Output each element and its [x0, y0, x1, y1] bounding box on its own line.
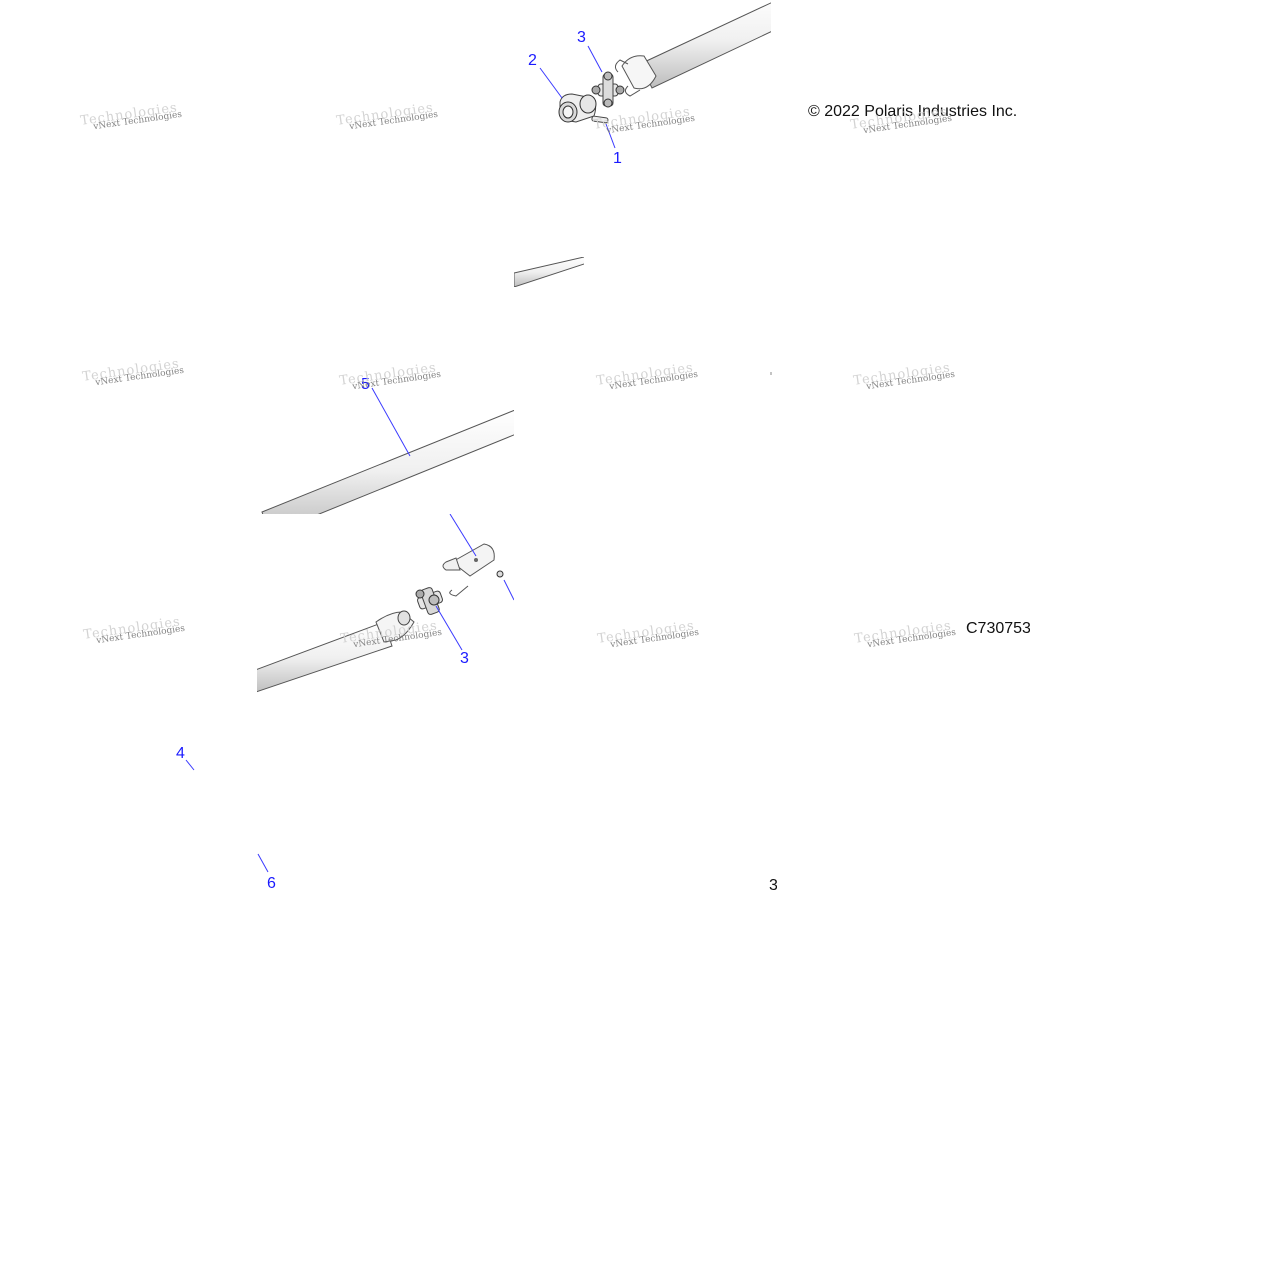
small-nut	[496, 570, 504, 578]
bottom-tile	[257, 514, 514, 693]
callout-2: 2	[528, 52, 537, 69]
u-joint-cross-lower	[415, 587, 443, 615]
roll-pin	[591, 115, 609, 124]
callout-4: 4	[176, 745, 185, 762]
slip-yoke	[442, 543, 495, 597]
callout-3-bottom: 3	[460, 650, 469, 667]
coupler-yoke	[558, 93, 597, 123]
tube-sliver	[514, 257, 584, 287]
figure-id-fragment: 3	[769, 877, 777, 894]
figure-id: C730753	[966, 620, 1030, 637]
driveshaft-tube-middle	[261, 409, 514, 514]
copyright-text: © 2022 Polaris Industries Inc.	[808, 103, 1018, 120]
callout-3-top: 3	[577, 29, 586, 46]
lower-tube-yoke	[375, 610, 415, 643]
driveshaft-tube-lower	[257, 621, 393, 693]
tube-yoke	[614, 55, 657, 97]
callout-6: 6	[267, 875, 276, 892]
u-joint-cross	[591, 71, 625, 108]
callout-5: 5	[361, 376, 370, 393]
middle-tile	[261, 387, 514, 514]
driveshaft-tube-upper	[639, 2, 771, 89]
top-tile	[539, 2, 771, 149]
callout-1: 1	[613, 150, 622, 167]
